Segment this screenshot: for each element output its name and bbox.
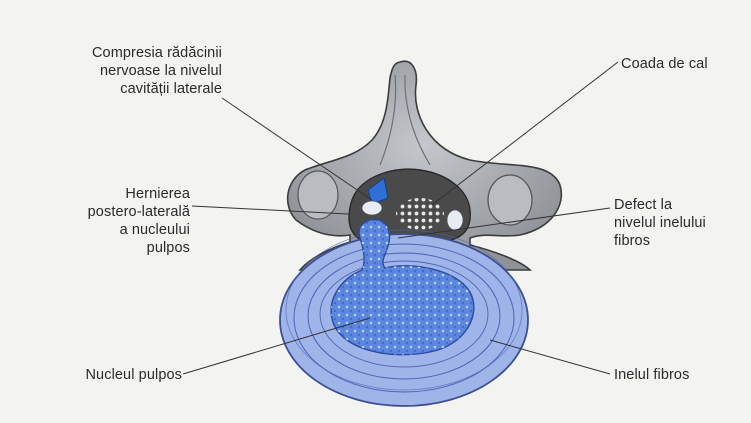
label-compresia: Compresia rădăcinii nervoase la nivelul … xyxy=(26,44,222,98)
label-defect-inel: Defect la nivelul inelului fibros xyxy=(614,196,706,250)
cauda-equina xyxy=(396,198,444,230)
label-inelul-fibros: Inelul fibros xyxy=(614,366,689,384)
label-hernierea: Hernierea postero-laterală a nucleului p… xyxy=(30,185,190,257)
label-nucleul-pulpos: Nucleul pulpos xyxy=(30,366,182,384)
label-coada-de-cal: Coada de cal xyxy=(621,55,708,73)
